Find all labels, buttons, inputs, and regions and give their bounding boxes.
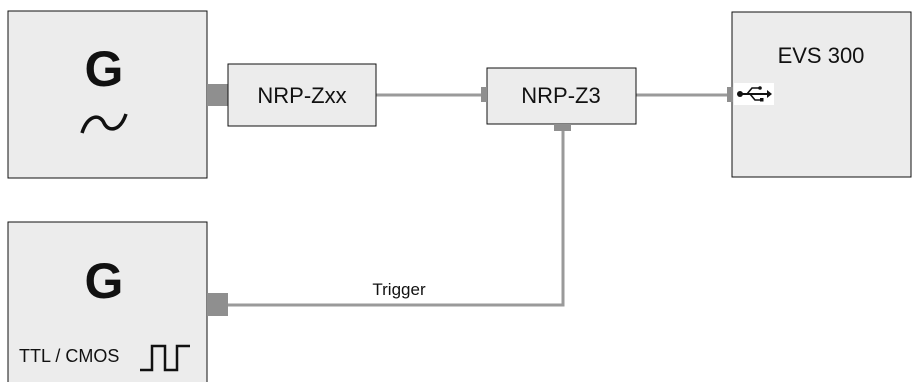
generator-rf-symbol: G [85,41,124,97]
sensor-box: NRP-Zxx [227,63,377,127]
interface-box: NRP-Z3 [481,67,637,131]
evs-port [727,87,733,102]
interface-label: NRP-Z3 [521,83,600,108]
evs-box: EVS 300 [727,11,912,178]
wires [226,93,727,307]
generator-rf-port [207,84,228,106]
square-wave-icon [140,344,190,372]
evs-label: EVS 300 [778,43,865,68]
generator-trigger-box: G TTL / CMOS [7,221,228,382]
generator-trigger-symbol: G [85,253,124,309]
trigger-line-label: Trigger [372,280,426,299]
sine-wave-icon [80,113,128,134]
interface-input-port [481,87,487,102]
wire-trigger [226,131,565,307]
usb-icon [734,83,774,105]
generator-rf-box: G [7,10,228,179]
generator-trigger-port [207,293,228,316]
sensor-label: NRP-Zxx [257,83,346,108]
interface-trigger-port [554,124,571,131]
generator-trigger-label: TTL / CMOS [19,346,119,366]
